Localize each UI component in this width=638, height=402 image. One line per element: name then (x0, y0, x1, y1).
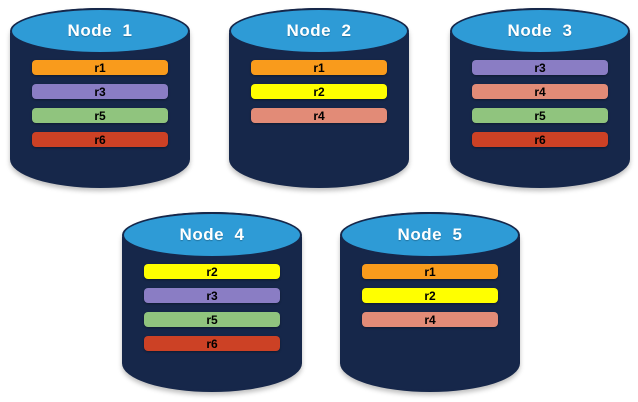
replica-bar[interactable]: r6 (471, 132, 609, 147)
replica-bar[interactable]: r5 (471, 108, 609, 123)
replica-bar[interactable]: r4 (471, 84, 609, 99)
replica-bar[interactable]: r3 (143, 288, 281, 303)
replica-list: r3 r4 r5 r6 (450, 60, 630, 147)
replica-list: r1 r3 r5 r6 (10, 60, 190, 147)
database-node[interactable]: Node 2 r1 r2 r4 (229, 8, 409, 188)
replica-bar[interactable]: r2 (143, 264, 281, 279)
node-label: Node 1 (67, 21, 133, 40)
replica-bar[interactable]: r4 (361, 312, 499, 327)
node-label: Node 4 (179, 225, 245, 244)
replica-list: r2 r3 r5 r6 (122, 264, 302, 351)
replica-bar[interactable]: r1 (31, 60, 169, 75)
replica-bar[interactable]: r1 (361, 264, 499, 279)
replica-list: r1 r2 r4 (340, 264, 520, 327)
replica-bar[interactable]: r3 (31, 84, 169, 99)
cylinder-top-ellipse (122, 212, 302, 258)
replica-bar[interactable]: r1 (250, 60, 388, 75)
node-label: Node 3 (507, 21, 573, 40)
database-node[interactable]: Node 5 r1 r2 r4 (340, 212, 520, 392)
database-node[interactable]: Node 1 r1 r3 r5 r6 (10, 8, 190, 188)
database-node[interactable]: Node 3 r3 r4 r5 r6 (450, 8, 630, 188)
node-label: Node 5 (397, 225, 463, 244)
cylinder-top-ellipse (10, 8, 190, 54)
replica-bar[interactable]: r3 (471, 60, 609, 75)
replica-bar[interactable]: r6 (31, 132, 169, 147)
replica-bar[interactable]: r4 (250, 108, 388, 123)
replica-bar[interactable]: r6 (143, 336, 281, 351)
node-label: Node 2 (286, 21, 352, 40)
replica-bar[interactable]: r2 (361, 288, 499, 303)
database-node[interactable]: Node 4 r2 r3 r5 r6 (122, 212, 302, 392)
cylinder-top-ellipse (340, 212, 520, 258)
cylinder-top-ellipse (229, 8, 409, 54)
replica-bar[interactable]: r5 (31, 108, 169, 123)
replica-bar[interactable]: r2 (250, 84, 388, 99)
replica-list: r1 r2 r4 (229, 60, 409, 123)
cylinder-top-ellipse (450, 8, 630, 54)
replica-bar[interactable]: r5 (143, 312, 281, 327)
